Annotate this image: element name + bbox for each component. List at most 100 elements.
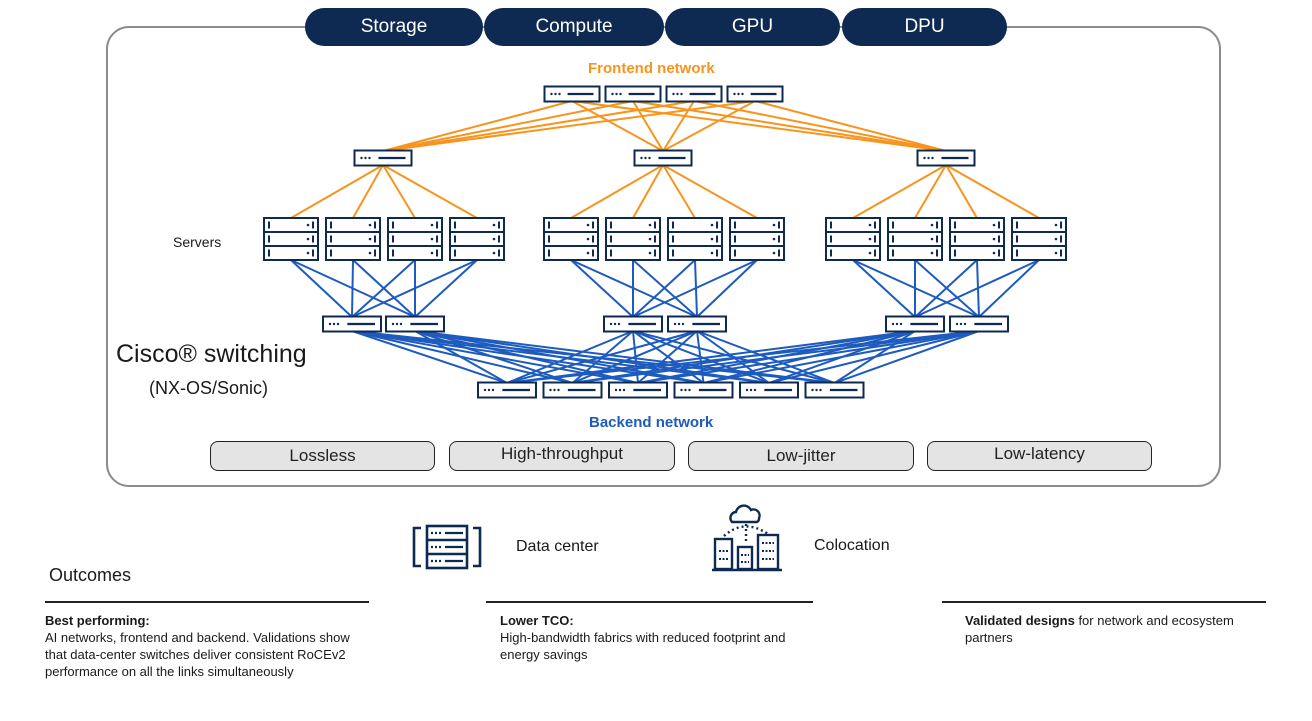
frontend-link — [382, 100, 573, 152]
frontend-link — [914, 164, 947, 219]
frontend-spine-switch — [665, 85, 723, 103]
backend-link — [506, 330, 634, 384]
backend-network-label: Backend network — [589, 414, 714, 431]
backend-link — [696, 330, 770, 384]
network-nodes — [263, 85, 1067, 399]
server-rack — [887, 217, 943, 261]
frontend-leaf-switch — [353, 149, 413, 167]
brand-subtitle: (NX-OS/Sonic) — [149, 378, 269, 398]
backend-links — [290, 259, 1040, 384]
backend-link — [834, 330, 980, 384]
backend-spine-switch — [673, 381, 734, 399]
backend-link — [414, 330, 639, 384]
workload-pill-dpu: DPU — [842, 8, 1007, 46]
frontend-link — [382, 164, 478, 219]
backend-link — [696, 259, 758, 318]
backend-link — [351, 259, 354, 318]
frontend-spine-switch — [726, 85, 784, 103]
backend-spine-switch — [477, 381, 537, 399]
data-center-label: Data center — [516, 538, 599, 555]
frontend-leaf-switch — [916, 149, 976, 167]
frontend-link — [945, 164, 978, 219]
frontend-link — [352, 164, 384, 219]
outcome-divider — [486, 601, 813, 603]
outcome-best-performing: Best performing: AI networks, frontend a… — [45, 612, 365, 680]
server-rack — [325, 217, 381, 261]
frontend-link — [662, 100, 756, 152]
brand-title: Cisco® switching — [116, 340, 307, 368]
backend-link — [632, 259, 758, 318]
backend-link — [768, 330, 980, 384]
frontend-link — [693, 100, 947, 152]
server-rack — [825, 217, 881, 261]
frontend-spine-switch — [543, 85, 601, 103]
frontend-link — [290, 164, 384, 219]
colocation-icon — [712, 504, 782, 572]
backend-link — [632, 259, 696, 318]
frontend-link — [662, 164, 758, 219]
backend-leaf-switch — [949, 315, 1009, 333]
workload-pill-gpu: GPU — [665, 8, 840, 46]
outcome-text: High-bandwidth fabrics with reduced foot… — [500, 630, 786, 662]
backend-spine-switch — [804, 381, 865, 399]
backend-link — [572, 330, 980, 384]
frontend-link — [570, 164, 664, 219]
frontend-link — [662, 164, 696, 219]
backend-link — [914, 259, 978, 318]
frontend-link — [571, 100, 947, 152]
backend-link — [290, 259, 353, 318]
backend-link — [414, 330, 573, 384]
backend-link — [978, 259, 1040, 318]
outcome-divider — [45, 601, 369, 603]
backend-leaf-switch — [603, 315, 663, 333]
server-rack — [949, 217, 1005, 261]
backend-link — [506, 330, 698, 384]
backend-link — [703, 330, 980, 384]
server-rack — [1011, 217, 1067, 261]
feature-low-jitter: Low-jitter — [688, 441, 914, 471]
data-center-icon — [412, 524, 482, 570]
frontend-spine-switch — [604, 85, 662, 103]
backend-link — [351, 259, 478, 318]
backend-link — [414, 330, 508, 384]
outcome-title: Best performing: — [45, 613, 150, 628]
outcomes-heading: Outcomes — [49, 565, 132, 585]
frontend-link — [754, 100, 947, 152]
server-rack — [387, 217, 443, 261]
server-rack — [729, 217, 785, 261]
frontend-link — [382, 164, 416, 219]
frontend-link — [382, 100, 695, 152]
servers-label: Servers — [173, 234, 222, 250]
backend-leaf-switch — [885, 315, 945, 333]
backend-link — [414, 259, 478, 318]
feature-low-latency: Low-latency — [927, 441, 1152, 471]
deployment-icons — [412, 504, 782, 572]
backend-link — [570, 259, 634, 318]
backend-leaf-switch — [667, 315, 727, 333]
backend-link — [696, 330, 835, 384]
backend-link — [637, 330, 980, 384]
backend-link — [351, 330, 508, 384]
frontend-network-label: Frontend network — [588, 60, 715, 77]
frontend-link — [382, 100, 756, 152]
outcome-validated-designs: Validated designs for network and ecosys… — [965, 612, 1245, 646]
frontend-links — [290, 100, 1040, 219]
backend-link — [506, 330, 916, 384]
feature-high-throughput: High-throughput — [449, 441, 675, 471]
workload-pill-storage: Storage — [305, 8, 483, 46]
backend-link — [506, 330, 980, 384]
outcome-divider — [942, 601, 1266, 603]
backend-link — [351, 259, 416, 318]
server-rack — [605, 217, 661, 261]
workload-pill-compute: Compute — [484, 8, 664, 46]
frontend-link — [945, 164, 1040, 219]
backend-link — [852, 259, 916, 318]
backend-spine-switch — [542, 381, 603, 399]
backend-link — [914, 259, 1040, 318]
backend-link — [414, 330, 704, 384]
backend-link — [414, 330, 770, 384]
backend-spine-switch — [739, 381, 799, 399]
frontend-leaf-switch — [633, 149, 693, 167]
frontend-link — [382, 100, 634, 152]
